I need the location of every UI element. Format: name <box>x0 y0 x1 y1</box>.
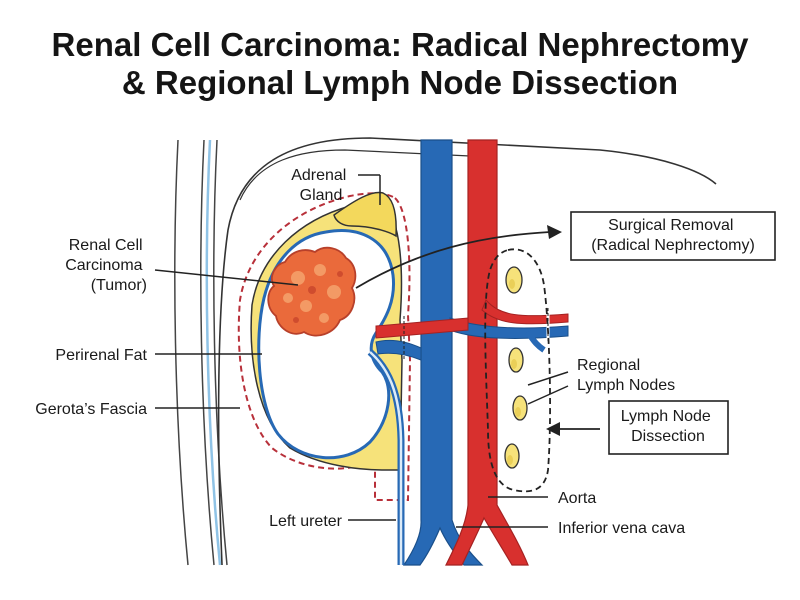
tumor-shading <box>293 271 343 323</box>
lymph-node-dissection-zone <box>484 248 551 493</box>
left-renal-artery <box>375 317 469 339</box>
tumor-label: Renal Cell Carcinoma (Tumor) <box>65 237 147 294</box>
perirenal-fat-label: Perirenal Fat <box>55 347 147 364</box>
left-ureter-label: Left ureter <box>269 513 343 530</box>
lymph-node <box>508 347 524 373</box>
lymph-node-dissection-label: Lymph Node Dissection <box>621 408 716 445</box>
tumor-texture <box>283 264 341 323</box>
title-line-2: & Regional Lymph Node Dissection <box>121 64 679 101</box>
lymph-node-dissection-box <box>608 400 729 455</box>
lymph-node <box>512 395 528 421</box>
body-wall <box>174 139 228 566</box>
adrenal-gland-label: Adrenal Gland <box>291 167 351 204</box>
page-title: Renal Cell Carcinoma: Radical Nephrectom… <box>0 26 800 102</box>
right-renal-vein <box>449 317 569 339</box>
lymph-nodes <box>504 266 528 469</box>
lymph-node <box>504 443 520 469</box>
peritoneal-inner-line <box>239 149 471 201</box>
surgical-removal-box <box>570 211 776 261</box>
left-renal-vein <box>375 339 422 361</box>
aorta-label: Aorta <box>558 490 596 507</box>
aorta <box>445 139 529 566</box>
surgical-removal-arrow <box>355 231 551 289</box>
surgical-removal-label: Surgical Removal (Radical Nephrectomy) <box>591 217 755 254</box>
peritoneal-outline <box>217 137 717 566</box>
regional-lymph-nodes-label: Regional Lymph Nodes <box>577 357 675 394</box>
gonadal-vein-branch <box>525 330 546 353</box>
gerotas-fascia-label: Gerota’s Fascia <box>35 401 147 418</box>
title-line-1: Renal Cell Carcinoma: Radical Nephrectom… <box>51 26 749 63</box>
lymph-node <box>505 266 523 294</box>
ivc-label: Inferior vena cava <box>558 520 685 537</box>
dissection-arrow <box>546 422 560 436</box>
leader-lines <box>154 174 569 528</box>
